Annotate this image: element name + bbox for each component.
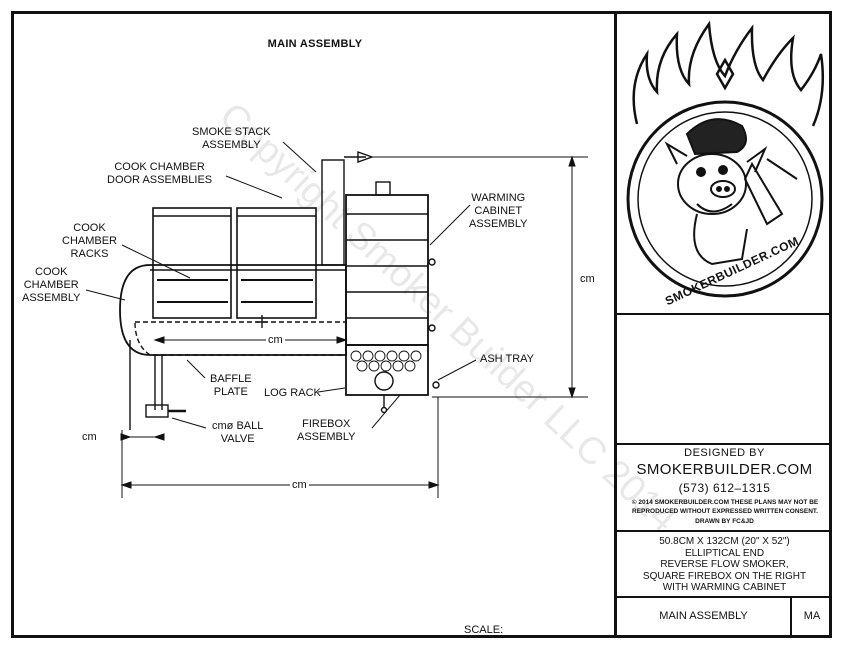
tb-line-designer [614,443,832,445]
smoke-stack-callout: SMOKE STACK ASSEMBLY [192,126,271,151]
tb-line-logo [614,313,832,315]
inner-length-dimension: cm [266,334,285,346]
height-dimension: cm [578,273,597,285]
logo-emblem-icon [626,20,825,298]
tb-line-sheet [614,596,832,598]
log-rack-callout: LOG RACK [264,387,321,399]
company-name: SMOKERBUILDER.COM [636,461,813,478]
phone-number: (573) 612–1315 [678,481,771,495]
smoker-description: 50.8CM X 132CM (20" X 52") ELLIPTICAL EN… [642,536,807,593]
title-block-divider [614,11,617,638]
racks-callout: COOK CHAMBER RACKS [62,222,118,260]
copyright-notice: © 2014 SMOKERBUILDER.COM THESE PLANS MAY… [631,499,819,515]
cook-chamber-callout: COOK CHAMBER ASSEMBLY [22,266,81,304]
warming-cabinet [345,181,436,346]
tb-line-description [614,530,832,532]
drawing-border [11,11,832,638]
smoke-stack [321,151,375,266]
sheet-name: MAIN ASSEMBLY [659,610,748,622]
firebox-callout: FIREBOX ASSEMBLY [297,418,356,443]
firebox [345,344,440,414]
sheet-code: MA [803,610,821,622]
warming-cabinet-callout: WARMING CABINET ASSEMBLY [469,192,528,230]
smokerbuilder-logo: SMOKERBUILDER.COM [617,14,832,313]
door-assemblies-callout: COOK CHAMBER DOOR ASSEMBLIES [107,161,213,186]
cook-chamber [119,207,347,430]
leg-offset-dimension: cm [80,431,99,443]
ball-valve-callout: cmø BALL VALVE [212,420,264,445]
dimension-lines [120,155,588,498]
designed-by-label: DESIGNED BY [684,447,765,459]
leader-lines [85,141,477,429]
overall-length-dimension: cm [290,479,309,491]
scale-label: SCALE: [464,624,504,636]
drawing-title: MAIN ASSEMBLY [267,38,363,50]
ash-tray-callout: ASH TRAY [480,353,534,365]
drawn-by: DRAWN BY FC&JD [695,518,754,525]
baffle-plate-callout: BAFFLE PLATE [210,373,252,398]
tb-sheet-divider [790,596,792,638]
